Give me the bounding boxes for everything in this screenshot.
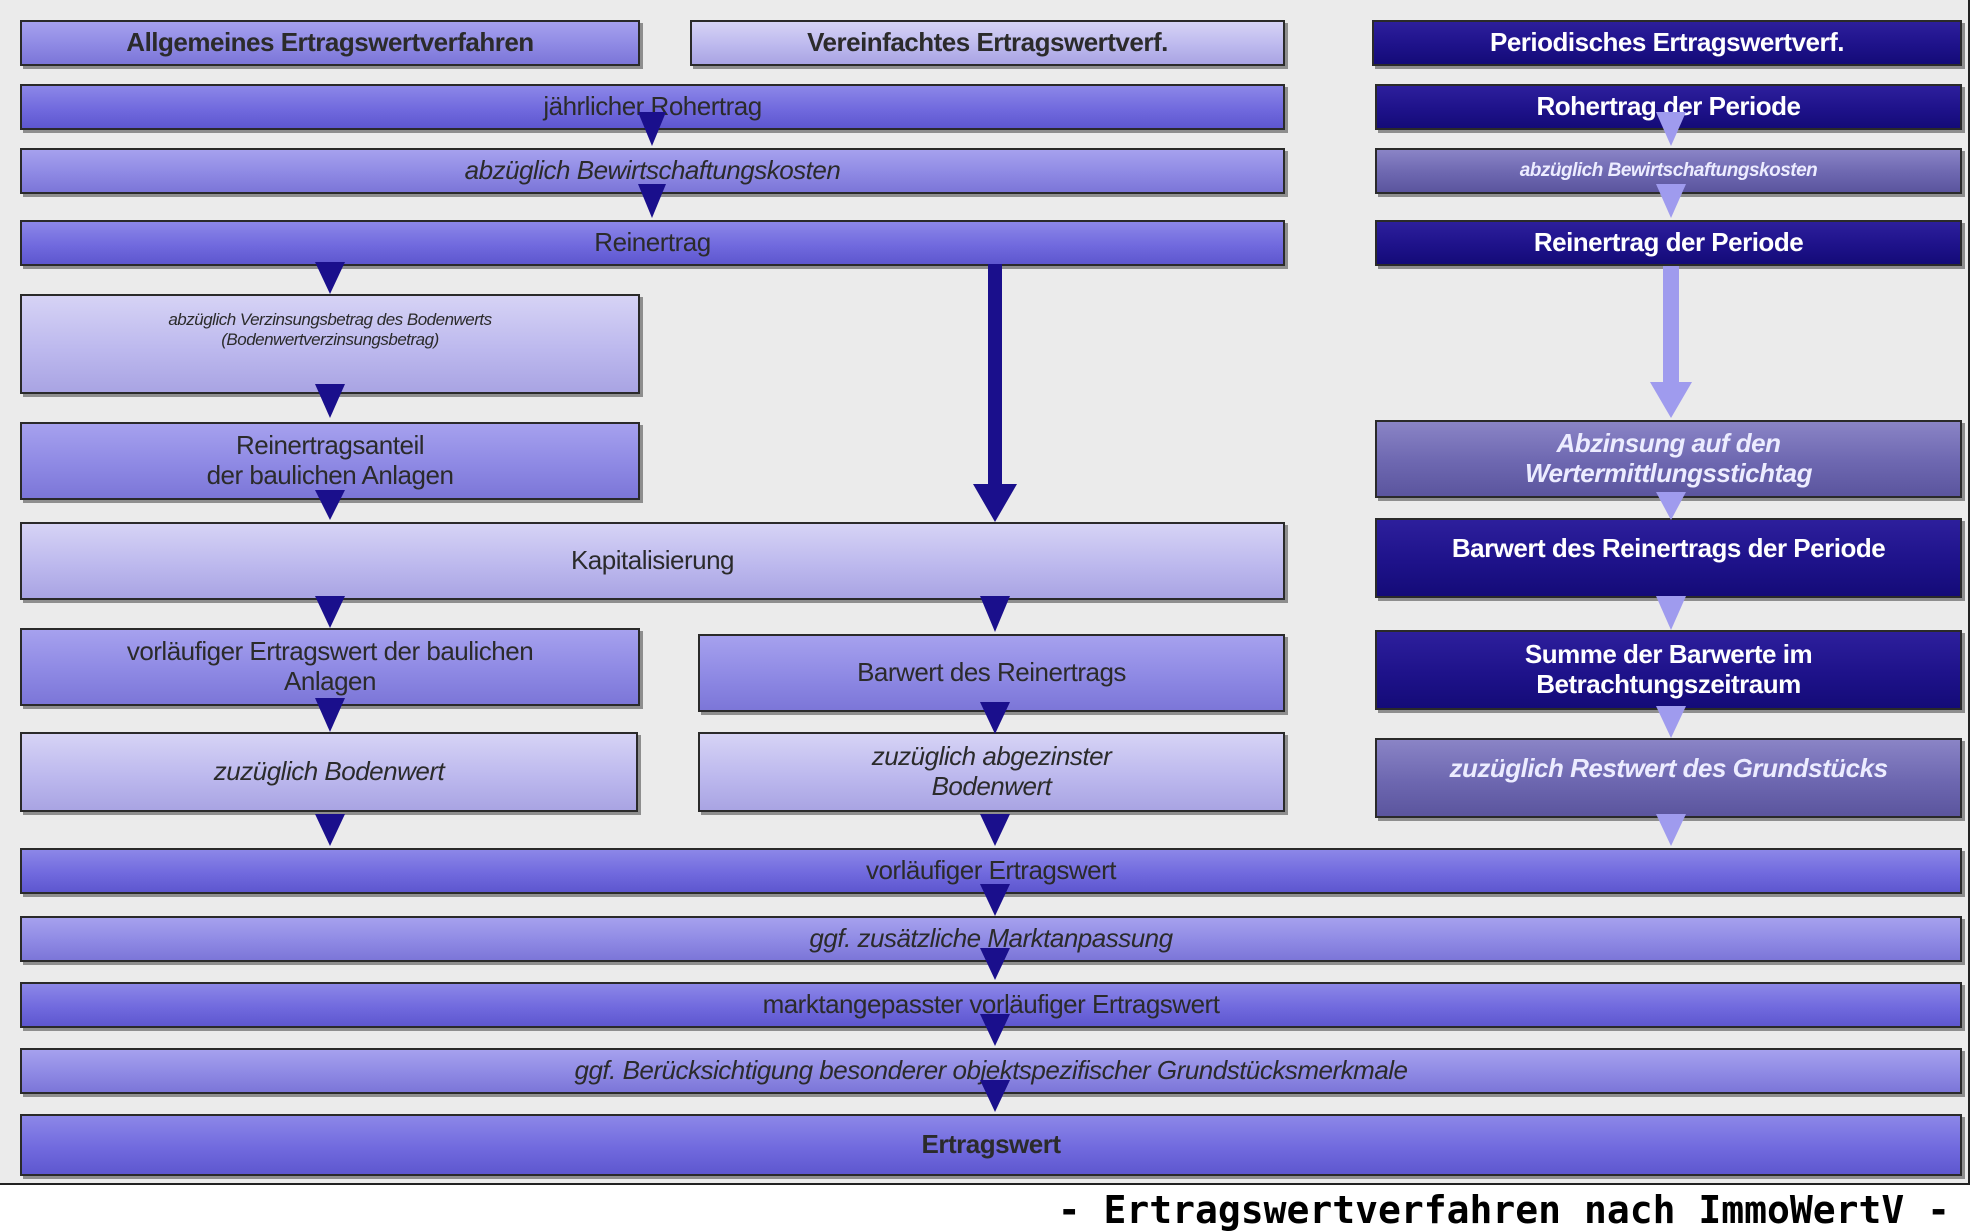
box-vorlaeufiger-ertragswert: vorläufiger Ertragswert [20,848,1962,894]
box-abzinsung-wertermittlungsstichtag: Abzinsung auf den Wertermittlungsstichta… [1375,420,1962,498]
box-barwert-reinertrag-periode: Barwert des Reinertrags der Periode [1375,518,1962,598]
box-barwert-des-reinertrags: Barwert des Reinertrags [698,634,1285,712]
box-vorlaeufiger-ertragswert-bauliche-anlagen: vorläufiger Ertragswert der baulichen An… [20,628,640,706]
box-restwert-des-grundstuecks: zuzüglich Restwert des Grundstücks [1375,738,1962,818]
header-allgemeines-verfahren: Allgemeines Ertragswertverfahren [20,20,640,66]
box-zuzueglich-abgezinster-bodenwert: zuzüglich abgezinster Bodenwert [698,732,1285,812]
box-jaehrlicher-rohertrag: jährlicher Rohertrag [20,84,1285,130]
box-bewirtschaftungskosten-periode: abzüglich Bewirtschaftungskosten [1375,148,1962,194]
box-zusaetzliche-marktanpassung: ggf. zusätzliche Marktanpassung [20,916,1962,962]
caption: - Ertragswertverfahren nach ImmoWertV - [1057,1188,1950,1232]
header-vereinfachtes-verfahren: Vereinfachtes Ertragswertverf. [690,20,1285,66]
diagram-panel: Allgemeines Ertragswertverfahren Vereinf… [0,0,1970,1185]
box-zuzueglich-bodenwert: zuzüglich Bodenwert [20,732,638,812]
box-ertragswert: Ertragswert [20,1114,1962,1176]
box-kapitalisierung: Kapitalisierung [20,522,1285,600]
box-reinertrag: Reinertrag [20,220,1285,266]
box-bewirtschaftungskosten: abzüglich Bewirtschaftungskosten [20,148,1285,194]
box-bodenwertverzinsung: abzüglich Verzinsungsbetrag des Bodenwer… [20,294,640,394]
header-periodisches-verfahren: Periodisches Ertragswertverf. [1372,20,1962,66]
box-summe-der-barwerte: Summe der Barwerte im Betrachtungszeitra… [1375,630,1962,710]
box-reinertragsanteil: Reinertragsanteil der baulichen Anlagen [20,422,640,500]
box-besondere-grundstuecksmerkmale: ggf. Berücksichtigung besonderer objekts… [20,1048,1962,1094]
box-reinertrag-der-periode: Reinertrag der Periode [1375,220,1962,266]
box-rohertrag-der-periode: Rohertrag der Periode [1375,84,1962,130]
box-marktangepasster-ertragswert: marktangepasster vorläufiger Ertragswert [20,982,1962,1028]
